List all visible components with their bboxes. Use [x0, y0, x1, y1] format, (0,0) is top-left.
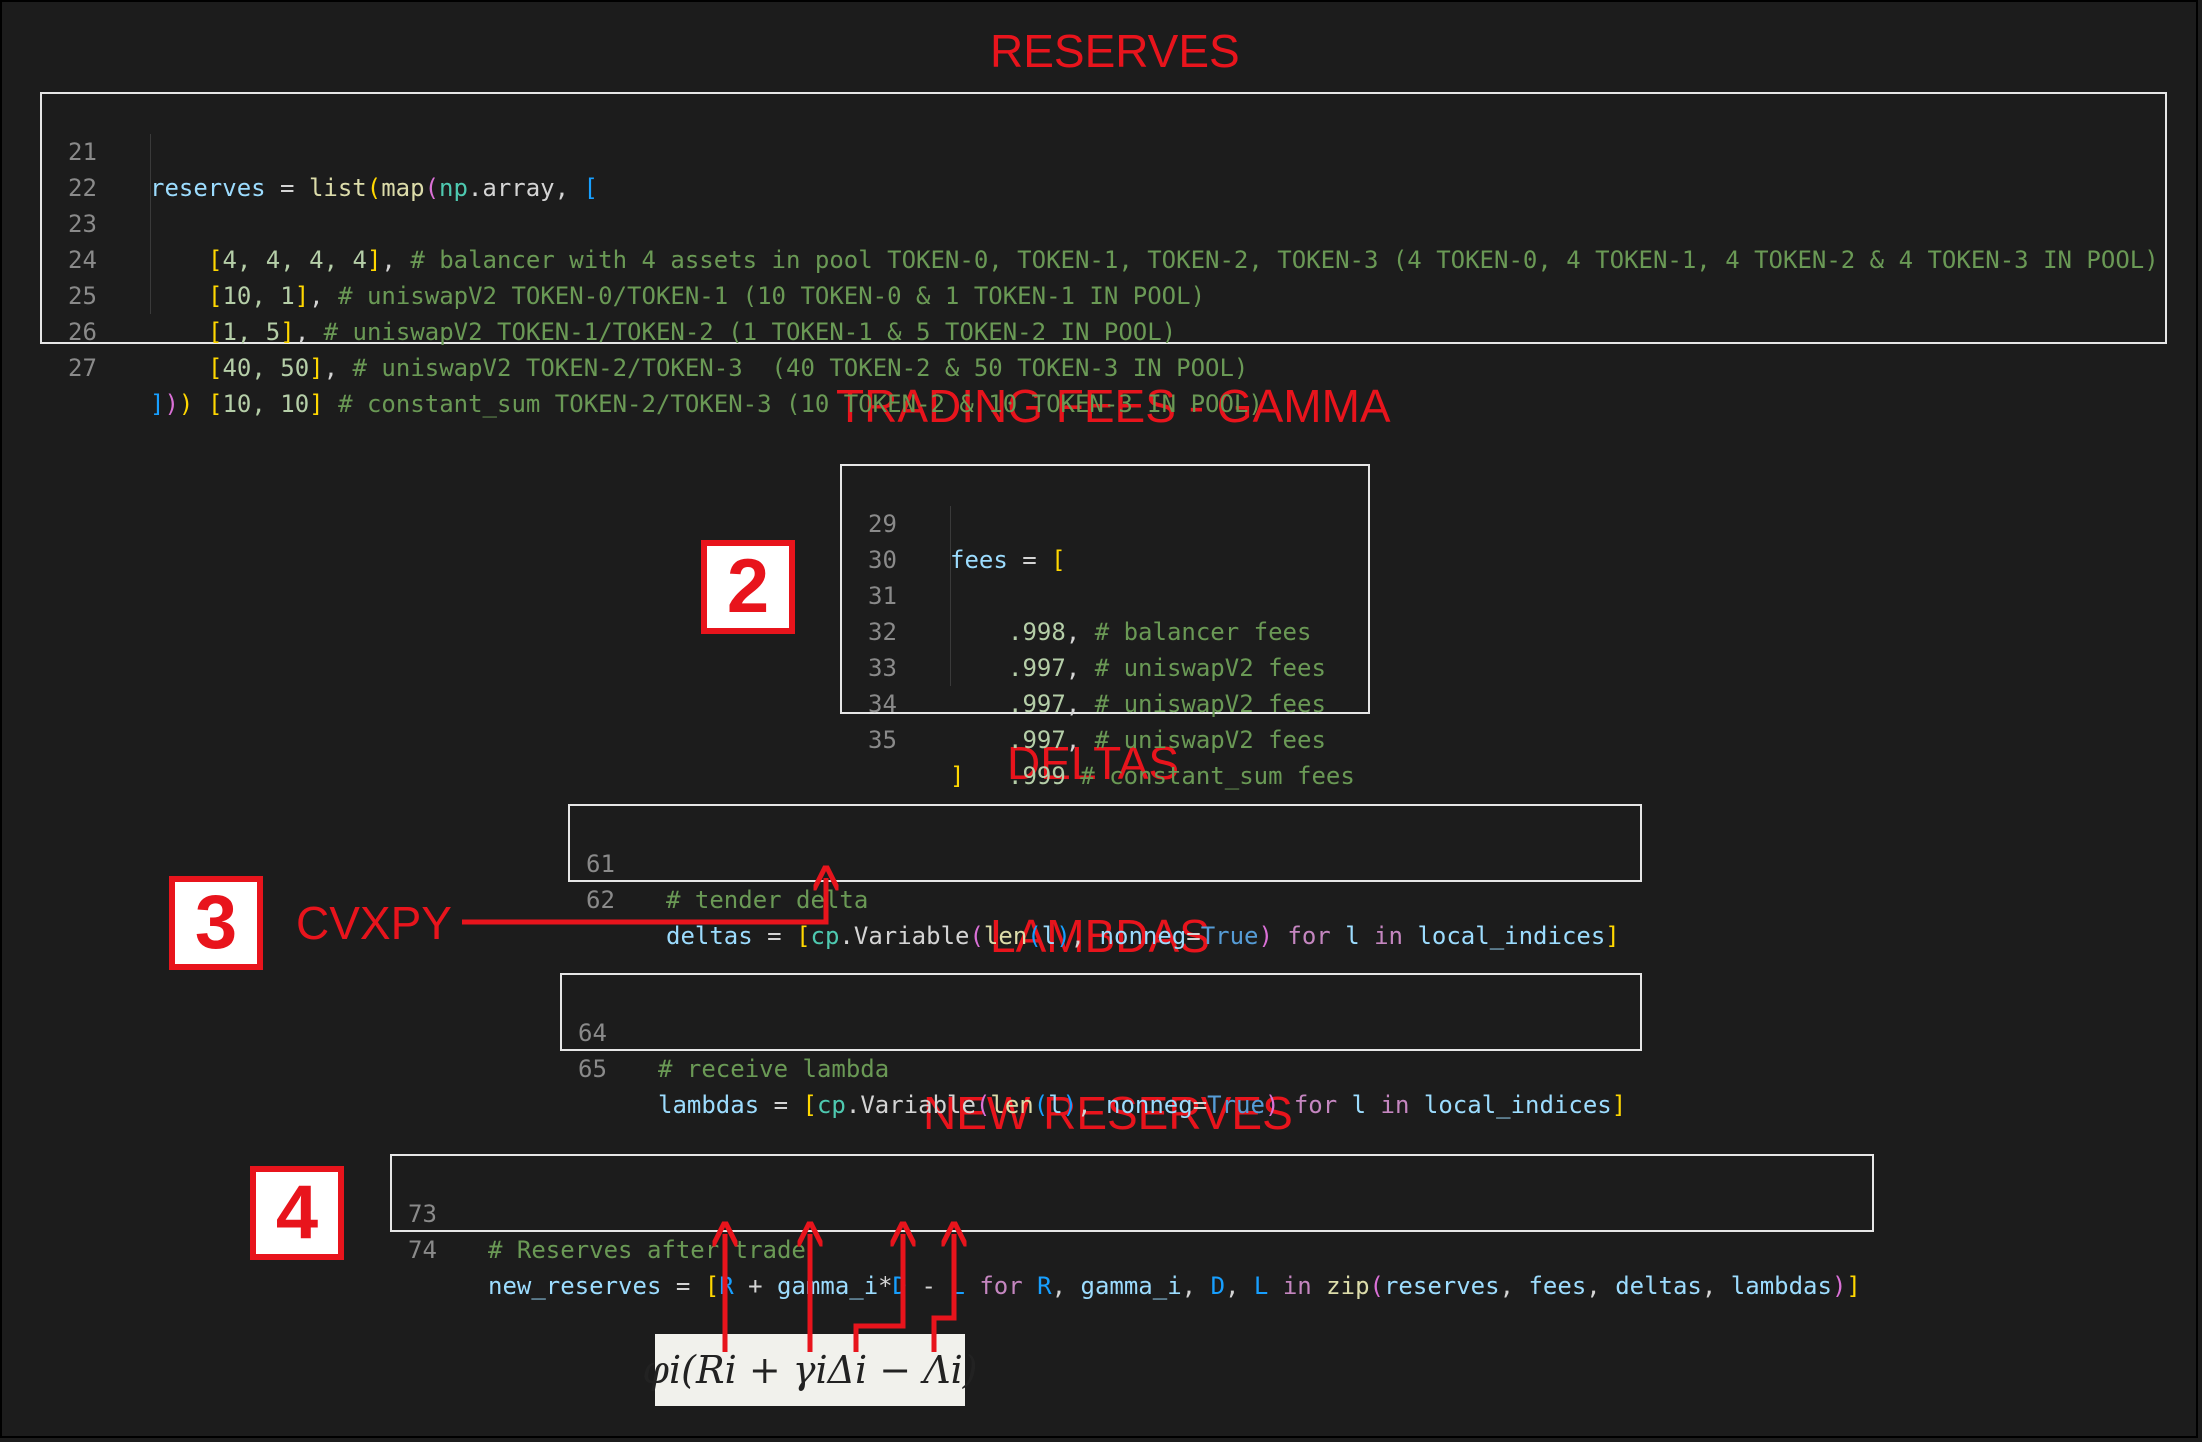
arrow-delta: [853, 1234, 903, 1352]
code-text: .997, # uniswapV2 fees: [1008, 654, 1326, 682]
code-text: lambdas = [cp.Variable(len(l), nonneg=Tr…: [658, 1091, 1627, 1119]
code-line: 64 # receive lambda: [562, 979, 1640, 1083]
code-line: 74 new_reserves = [R + gamma_i*D - L for…: [392, 1196, 1872, 1300]
deltas-title: DELTAS: [1007, 737, 1180, 789]
cvxpy-arrow: [462, 878, 826, 925]
reserves-code-block: 21 reserves = list(map(np.array, [ 22 [4…: [40, 92, 2167, 418]
code-text: .997, # uniswapV2 fees: [1008, 726, 1326, 754]
code-text: .999 # constant_sum fees: [1008, 762, 1355, 790]
lambdas-code-block: 64 # receive lambda 65 lambdas = [cp.Var…: [560, 973, 1642, 1119]
code-text: new_reserves = [R + gamma_i*D - L for R,…: [488, 1272, 1861, 1300]
code-line: 31 .997, # uniswapV2 fees: [842, 542, 1368, 682]
code-text: ])): [150, 390, 194, 418]
code-line: 24 [1, 5], # uniswapV2 TOKEN-1/TOKEN-2 (…: [42, 206, 2165, 346]
code-line: 61 # tender delta: [570, 810, 1640, 914]
formula-image: φi(Ri + γiΔi − Λi): [642, 1334, 978, 1406]
lambdas-title: LAMBDAS: [990, 910, 1210, 962]
new-reserves-title: NEW RESERVES: [923, 1087, 1293, 1139]
formula-text: φi(Ri + γiΔi − Λi): [642, 1348, 978, 1392]
line-number: 25: [68, 282, 97, 310]
line-number: 26: [68, 318, 97, 346]
code-text: ]: [950, 762, 965, 790]
badge-4: 4: [250, 1166, 344, 1260]
code-text: [1, 5], # uniswapV2 TOKEN-1/TOKEN-2 (1 T…: [208, 318, 1177, 346]
line-number: 24: [68, 246, 97, 274]
line-number: 29: [868, 510, 897, 538]
trading-fees-title: TRADING FEES - GAMMA: [836, 380, 1391, 432]
code-line: 27 ])): [42, 314, 2165, 418]
line-number: 22: [68, 174, 97, 202]
line-number: 33: [868, 654, 897, 682]
code-text: # tender delta: [666, 886, 869, 914]
code-text: deltas = [cp.Variable(len(l), nonneg=Tru…: [666, 922, 1620, 950]
code-text: [10, 10] # constant_sum TOKEN-2/TOKEN-3 …: [208, 390, 1263, 418]
reserves-title: RESERVES: [990, 25, 1240, 77]
code-text: fees = [: [950, 546, 1066, 574]
line-number: 21: [68, 138, 97, 166]
badge-2: 2: [701, 540, 795, 634]
code-text: .998, # balancer fees: [1008, 618, 1312, 646]
code-line: 34 .999 # constant_sum fees: [842, 650, 1368, 790]
line-number: 34: [868, 690, 897, 718]
line-number: 62: [586, 886, 615, 914]
line-number: 27: [68, 354, 97, 382]
code-line: 29 fees = [: [842, 470, 1368, 574]
code-line: 23 [10, 1], # uniswapV2 TOKEN-0/TOKEN-1 …: [42, 170, 2165, 310]
code-line: 25 [40, 50], # uniswapV2 TOKEN-2/TOKEN-3…: [42, 242, 2165, 382]
code-line: 35 ]: [842, 686, 1368, 790]
code-text: [40, 50], # uniswapV2 TOKEN-2/TOKEN-3 (4…: [208, 354, 1249, 382]
code-line: 32 .997, # uniswapV2 fees: [842, 578, 1368, 718]
line-number: 32: [868, 618, 897, 646]
fees-code-block: 29 fees = [ 30 .998, # balancer fees 31 …: [840, 464, 1370, 790]
line-number: 23: [68, 210, 97, 238]
code-line: 30 .998, # balancer fees: [842, 506, 1368, 646]
code-text: reserves = list(map(np.array, [: [150, 174, 598, 202]
line-number: 65: [578, 1055, 607, 1083]
cvxpy-label: CVXPY: [296, 897, 452, 949]
new-reserves-code-block: 73 # Reserves after trade 74 new_reserve…: [390, 1154, 1874, 1300]
arrow-lambda: [931, 1234, 954, 1352]
code-line: 62 deltas = [cp.Variable(len(l), nonneg=…: [570, 846, 1640, 950]
code-text: [4, 4, 4, 4], # balancer with 4 assets i…: [208, 246, 2159, 274]
code-text: # receive lambda: [658, 1055, 890, 1083]
line-number: 73: [408, 1200, 437, 1228]
code-text: # Reserves after trade: [488, 1236, 806, 1264]
code-text: [10, 1], # uniswapV2 TOKEN-0/TOKEN-1 (10…: [208, 282, 1206, 310]
badge-3: 3: [169, 876, 263, 970]
code-line: 33 .997, # uniswapV2 fees: [842, 614, 1368, 754]
code-line: 21 reserves = list(map(np.array, [: [42, 98, 2165, 202]
line-number: 31: [868, 582, 897, 610]
line-number: 64: [578, 1019, 607, 1047]
code-text: .997, # uniswapV2 fees: [1008, 690, 1326, 718]
code-line: 22 [4, 4, 4, 4], # balancer with 4 asset…: [42, 134, 2165, 274]
line-number: 30: [868, 546, 897, 574]
code-line: 65 lambdas = [cp.Variable(len(l), nonneg…: [562, 1015, 1640, 1119]
line-number: 61: [586, 850, 615, 878]
code-line: 26 [10, 10] # constant_sum TOKEN-2/TOKEN…: [42, 278, 2165, 418]
line-number: 74: [408, 1236, 437, 1264]
line-number: 35: [868, 726, 897, 754]
deltas-code-block: 61 # tender delta 62 deltas = [cp.Variab…: [568, 804, 1642, 950]
code-line: 73 # Reserves after trade: [392, 1160, 1872, 1264]
